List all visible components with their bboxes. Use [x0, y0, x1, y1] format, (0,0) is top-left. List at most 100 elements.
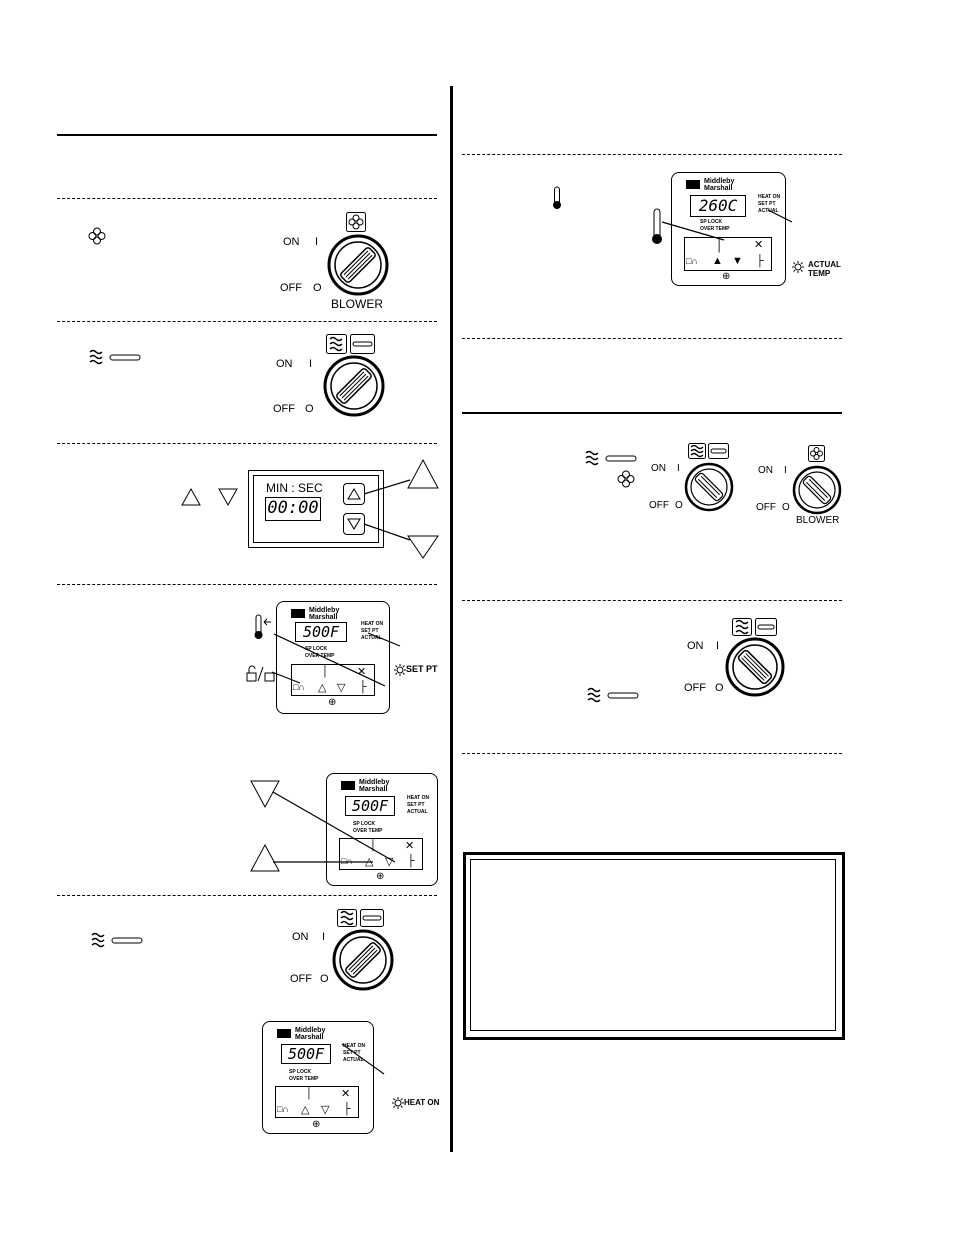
timer-panel: MIN : SEC 00:00: [248, 470, 384, 548]
blower-icon: [617, 470, 635, 488]
brand-line1: Middleby: [309, 607, 340, 614]
step-divider: [57, 443, 437, 444]
over-temp-indicator: OVER TEMP: [289, 1076, 319, 1082]
blower-icon: [346, 212, 366, 232]
down-key[interactable]: ▽: [337, 682, 346, 694]
controller-keypad: [339, 838, 423, 870]
on-mark: I: [309, 358, 313, 370]
on-mark: I: [784, 465, 787, 476]
callout-line: [661, 209, 793, 241]
up-key[interactable]: △: [301, 1104, 310, 1116]
probe-key[interactable]: ├: [756, 255, 764, 267]
tools-key[interactable]: ✕: [357, 666, 367, 678]
on-label: ON: [687, 640, 704, 652]
brand-line2: Marshall: [295, 1034, 324, 1041]
off-mark: O: [675, 500, 683, 511]
sp-lock-indicator: SP LOCK: [305, 646, 328, 652]
mounting-screw-icon: ⊕: [376, 871, 385, 882]
thermometer-icon: [553, 186, 561, 209]
note-box-inner: [470, 859, 836, 1031]
blower-switch-knob[interactable]: [792, 465, 842, 515]
down-key[interactable]: ▽: [321, 1104, 330, 1116]
on-label: ON: [292, 931, 309, 943]
lock-key[interactable]: □∩: [293, 682, 305, 692]
arrow-up-icon: [181, 487, 201, 506]
on-label: ON: [276, 358, 293, 370]
set-pt-indicator: SET PT: [758, 201, 776, 207]
tools-key[interactable]: ✕: [405, 840, 415, 852]
off-mark: O: [313, 282, 322, 294]
sunburst-icon: [394, 664, 406, 676]
up-key[interactable]: ▲: [712, 255, 723, 267]
blower-icon: [88, 227, 106, 245]
heat-icon: [89, 349, 141, 365]
off-label: OFF: [280, 282, 302, 294]
brand-line2: Marshall: [309, 614, 338, 621]
down-key[interactable]: ▼: [732, 255, 743, 267]
tools-key[interactable]: ✕: [754, 239, 764, 251]
heat-icon: [337, 909, 384, 927]
off-label: OFF: [273, 403, 295, 415]
note-box: [463, 852, 845, 1040]
timer-display: 00:00: [265, 497, 321, 521]
on-mark: I: [716, 640, 720, 652]
lock-icon: [246, 665, 275, 682]
probe-key[interactable]: ├: [359, 681, 367, 693]
probe-key[interactable]: ├: [343, 1103, 351, 1115]
step-divider: [57, 198, 437, 199]
heat-icon: [688, 443, 729, 459]
down-key[interactable]: ▽: [385, 856, 394, 868]
set-pt-label: SET PT: [406, 664, 438, 674]
thermo-key[interactable]: │: [370, 839, 377, 851]
step-divider: [462, 600, 842, 601]
on-mark: I: [322, 931, 326, 943]
set-pt-indicator: SET PT: [343, 1050, 361, 1056]
controller-keypad: [684, 237, 772, 271]
mounting-screw-icon: ⊕: [328, 697, 337, 708]
heat-on-indicator: HEAT ON: [361, 621, 384, 627]
over-temp-indicator: OVER TEMP: [353, 828, 383, 834]
arrow-up-icon: [250, 843, 280, 872]
section-rule-left: [57, 134, 437, 136]
heat-switch-knob[interactable]: [323, 355, 385, 417]
temp-controller-panel: Middleby Marshall 500F HEAT ON SET PT AC…: [262, 1021, 374, 1134]
timer-header: MIN : SEC: [266, 481, 323, 495]
thermo-key[interactable]: │: [306, 1087, 313, 1099]
up-key[interactable]: △: [318, 682, 327, 694]
controller-keypad: [275, 1086, 359, 1118]
heat-switch-knob[interactable]: [332, 929, 394, 991]
tools-key[interactable]: ✕: [341, 1088, 351, 1100]
step-divider: [57, 895, 437, 896]
thermo-key[interactable]: │: [322, 665, 329, 677]
heat-switch-knob[interactable]: [684, 462, 734, 512]
temp-display: 500F: [345, 796, 395, 816]
heat-switch-knob[interactable]: [725, 637, 785, 697]
blower-label: BLOWER: [331, 297, 384, 311]
brand-line1: Middleby: [704, 178, 735, 185]
step-divider: [57, 321, 437, 322]
heat-icon: [585, 450, 637, 466]
thermo-key[interactable]: │: [716, 238, 724, 252]
brand-line2: Marshall: [704, 185, 733, 192]
brand-line1: Middleby: [295, 1027, 326, 1034]
off-mark: O: [320, 973, 329, 985]
off-label: OFF: [684, 682, 706, 694]
thermometer-icon: [254, 614, 271, 639]
blower-label: BLOWER: [796, 515, 840, 526]
probe-key[interactable]: ├: [407, 855, 415, 867]
brand-line2: Marshall: [359, 786, 388, 793]
over-temp-indicator: OVER TEMP: [700, 226, 730, 232]
temp-display: 260C: [690, 195, 746, 217]
set-pt-indicator: SET PT: [361, 628, 379, 634]
lock-key[interactable]: □∩: [341, 856, 353, 866]
sp-lock-indicator: SP LOCK: [700, 219, 723, 225]
heat-on-indicator: HEAT ON: [407, 795, 430, 801]
column-divider: [450, 86, 453, 1152]
blower-switch-knob[interactable]: [327, 234, 389, 296]
callout-line: [363, 458, 439, 559]
lock-key[interactable]: □∩: [277, 1104, 289, 1114]
off-label: OFF: [649, 500, 669, 511]
sp-lock-indicator: SP LOCK: [353, 821, 376, 827]
lock-key[interactable]: □∩: [686, 256, 698, 266]
on-label: ON: [651, 463, 666, 474]
